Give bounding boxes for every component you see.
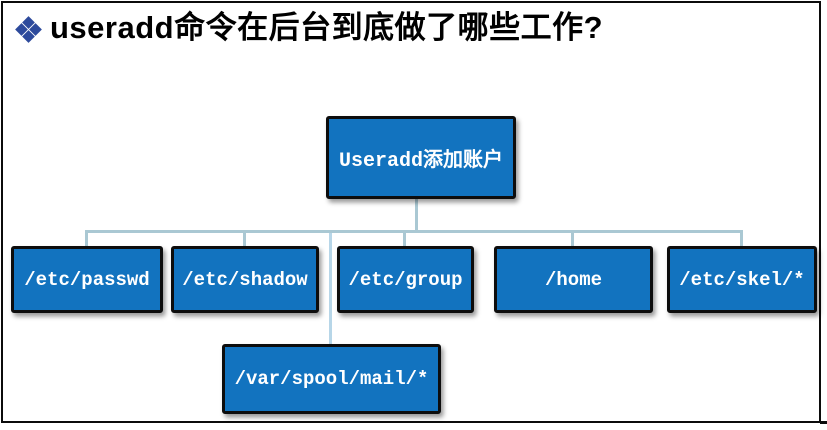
connector-stub-etc-passwd (85, 233, 88, 247)
connector-stub-etc-shadow (243, 233, 246, 247)
node-etc-group: /etc/group (337, 246, 474, 313)
connector-stub-etc-skel (740, 233, 743, 247)
node-etc-skel: /etc/skel/* (667, 246, 817, 313)
slide-title: useradd命令在后台到底做了哪些工作? (14, 8, 604, 48)
slide-frame-bottom-edge (820, 421, 827, 424)
slide-title-text: useradd命令在后台到底做了哪些工作? (50, 10, 604, 45)
node-useradd-root: Useradd添加账户 (326, 116, 516, 199)
node-var-spool-mail: /var/spool/mail/* (222, 344, 441, 414)
connector-drop-var-spool-mail (329, 233, 332, 345)
node-etc-shadow: /etc/shadow (171, 246, 319, 313)
connector-root-vertical (415, 197, 418, 232)
node-etc-passwd: /etc/passwd (11, 246, 163, 313)
connector-stub-home (571, 233, 574, 247)
diamond-bullet-icon (14, 15, 42, 43)
connector-horizontal-rail (85, 230, 743, 233)
node-home: /home (494, 246, 653, 313)
connector-stub-etc-group (403, 233, 406, 247)
